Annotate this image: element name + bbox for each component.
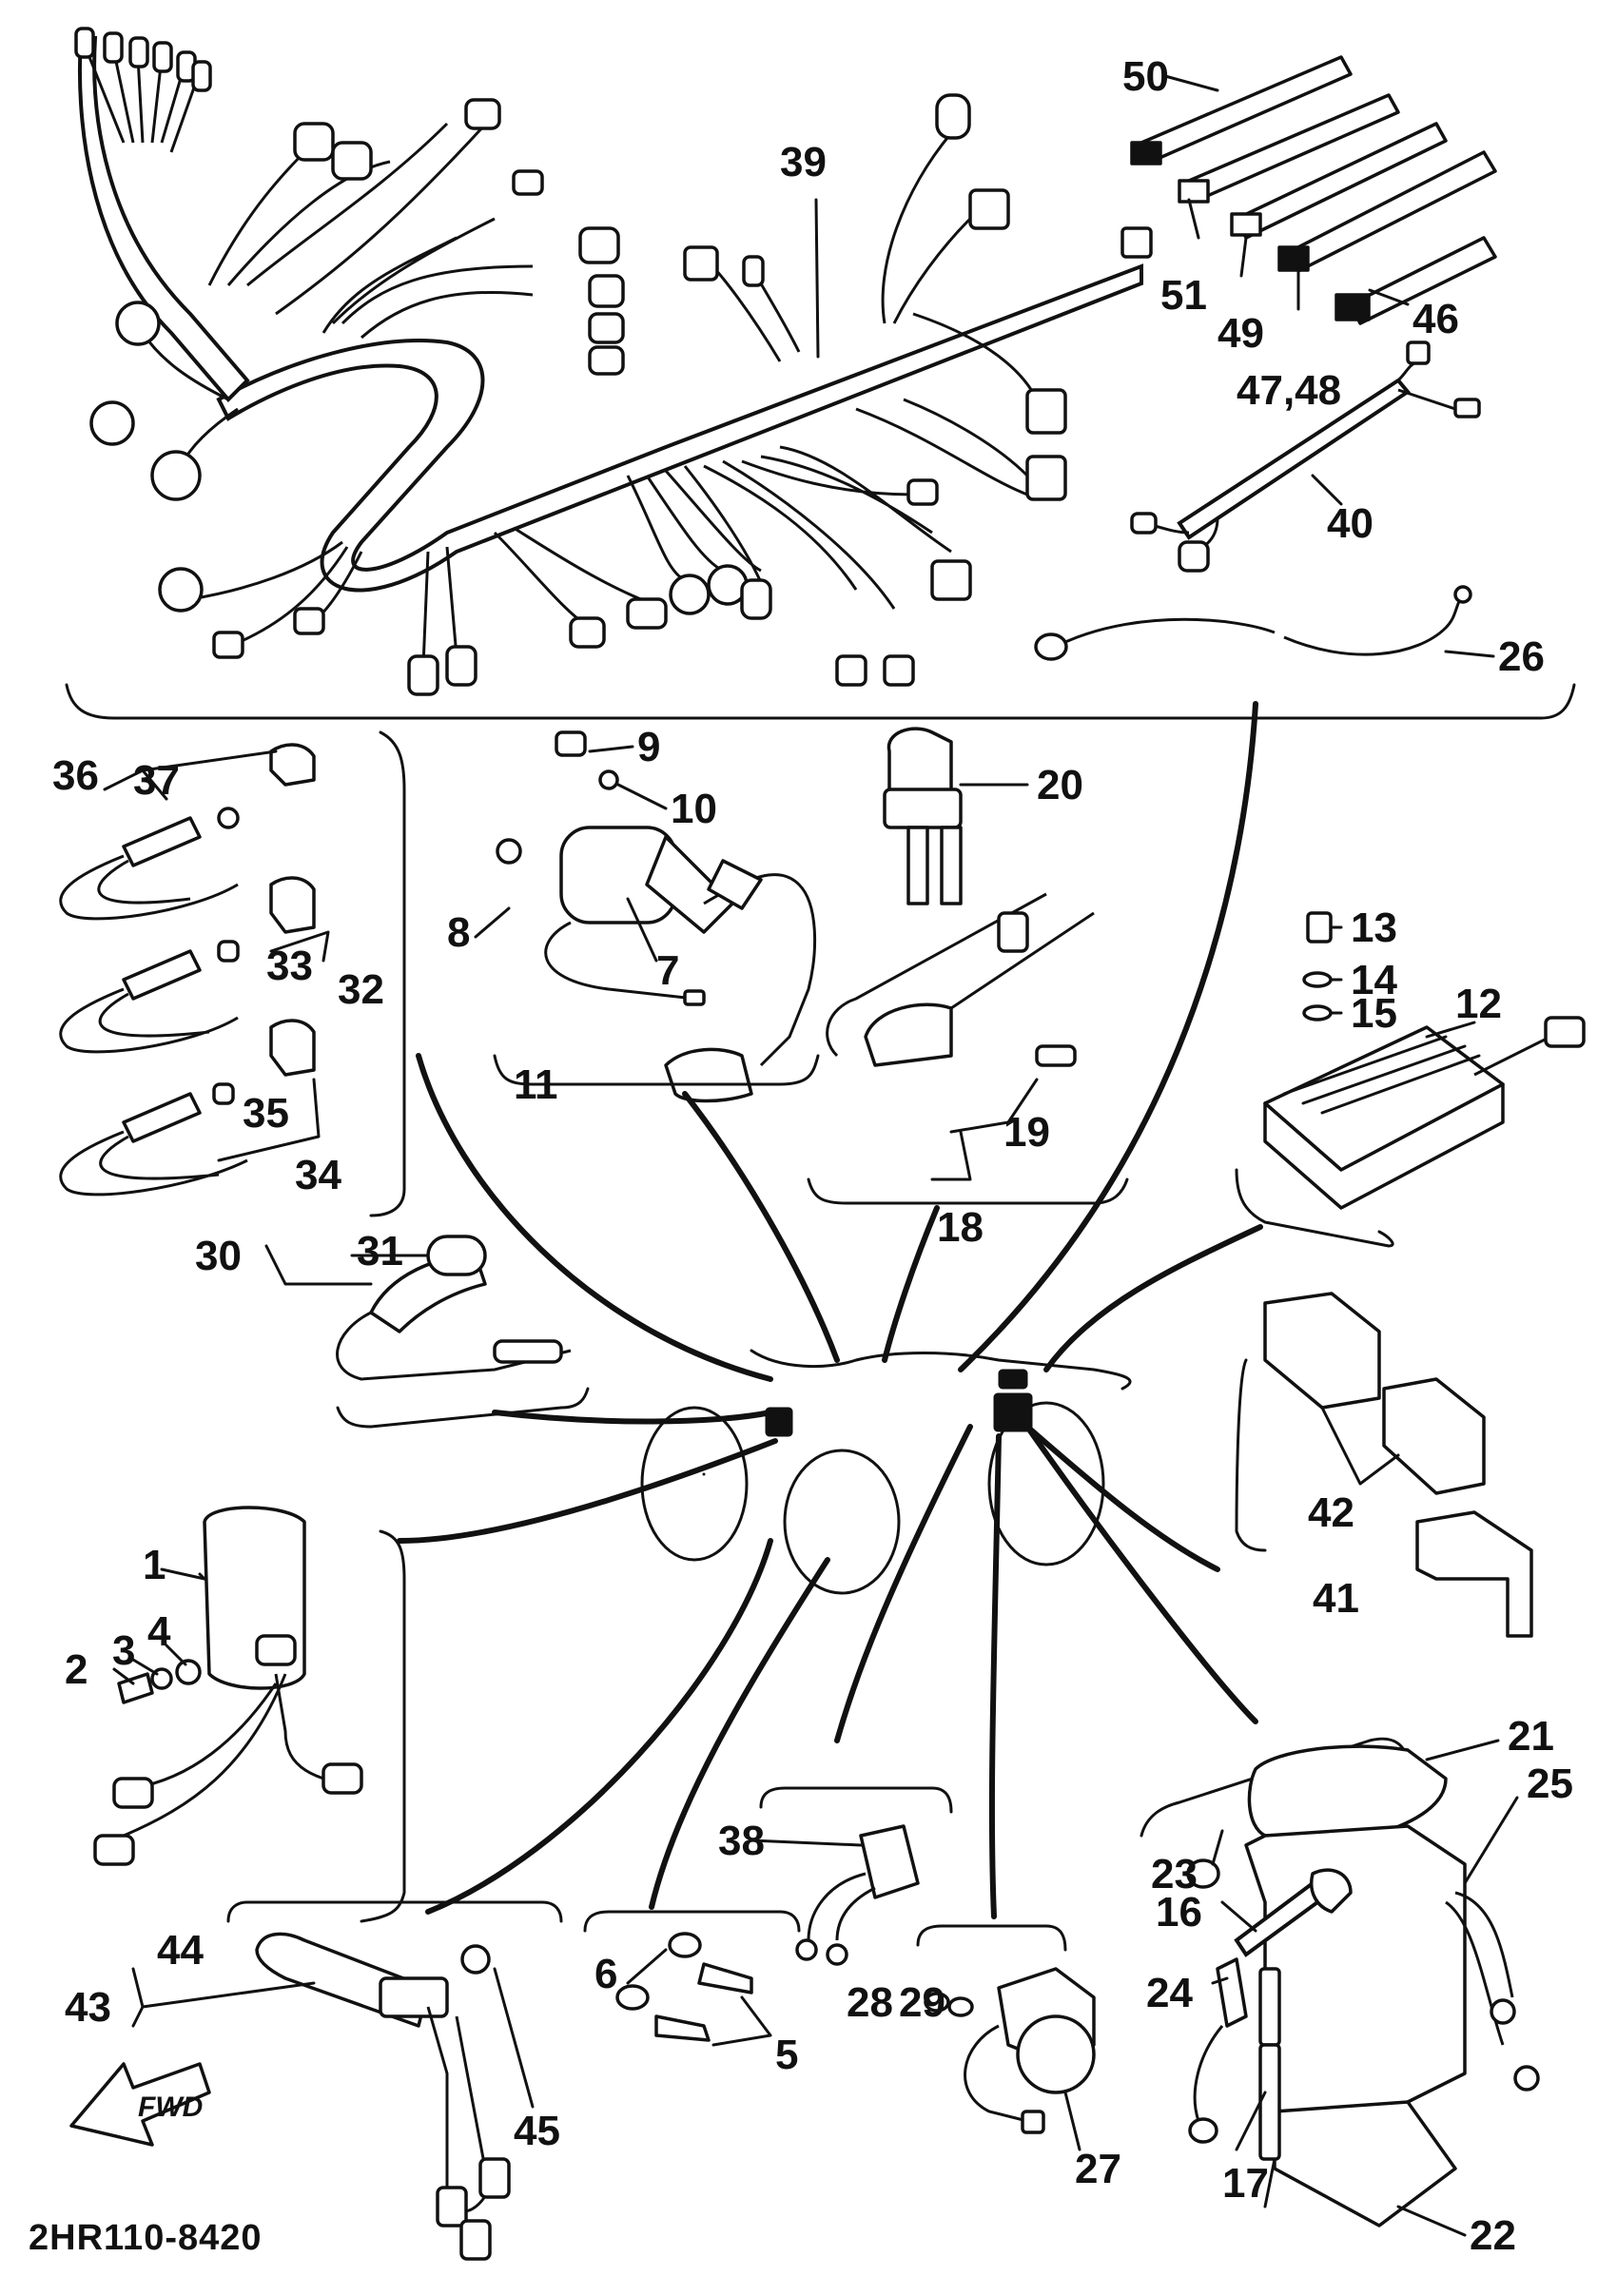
callout-18: 18 [937, 1204, 984, 1251]
callout-31: 31 [357, 1228, 403, 1274]
harness-bracket [65, 683, 1576, 720]
callout-13: 13 [1351, 905, 1397, 951]
couplers [1235, 1292, 1533, 1638]
callout-29: 29 [899, 1979, 945, 2026]
rectifier-regulator [1235, 911, 1586, 1248]
callout-50: 50 [1122, 53, 1169, 100]
callout-43: 43 [65, 1984, 111, 2031]
callout-47-48: 47,48 [1237, 367, 1341, 414]
callout-6: 6 [594, 1951, 617, 1997]
connector-38 [759, 1786, 953, 1966]
callout-10: 10 [671, 786, 717, 832]
callout-30: 30 [195, 1233, 242, 1279]
lead-wire-26 [1034, 585, 1472, 661]
battery [1140, 1737, 1540, 2228]
callout-labels: 50 51 49 47,48 46 40 26 39 9 10 20 8 7 1… [52, 53, 1573, 2259]
cable-ties [1130, 55, 1497, 325]
callout-14: 14 [1351, 957, 1397, 1003]
callout-45: 45 [514, 2108, 560, 2154]
callout-35: 35 [243, 1090, 289, 1137]
callout-32: 32 [338, 966, 384, 1013]
callout-1: 1 [143, 1542, 166, 1588]
callout-44: 44 [157, 1927, 204, 1974]
drawing-code: 2HR110-8420 [29, 2218, 263, 2258]
cdi-unit [93, 1506, 406, 1923]
callout-27: 27 [1075, 2146, 1121, 2192]
relay-group [807, 727, 1129, 1205]
callout-8: 8 [447, 909, 470, 956]
callout-5: 5 [775, 2032, 798, 2078]
callout-16: 16 [1156, 1889, 1202, 1936]
callout-17: 17 [1222, 2160, 1269, 2207]
callout-26: 26 [1498, 633, 1545, 680]
switch-group [59, 730, 406, 1217]
wire-harness [74, 27, 1153, 696]
callout-4: 4 [147, 1608, 171, 1655]
callout-7: 7 [656, 947, 679, 994]
callout-21: 21 [1508, 1713, 1554, 1760]
ignition-coil [493, 730, 820, 1103]
callout-22: 22 [1470, 2212, 1516, 2259]
bolts-5-6 [583, 1910, 801, 2047]
callout-9: 9 [637, 724, 660, 770]
callout-33: 33 [266, 943, 313, 989]
callout-3: 3 [112, 1627, 135, 1674]
callout-2: 2 [65, 1646, 88, 1693]
callout-28: 28 [847, 1979, 893, 2026]
starter-switch [131, 1900, 563, 2261]
callout-46: 46 [1412, 296, 1459, 342]
callout-24: 24 [1146, 1970, 1193, 2016]
callout-25: 25 [1527, 1761, 1573, 1807]
callout-38: 38 [718, 1818, 765, 1864]
callout-15: 15 [1351, 990, 1397, 1037]
fwd-arrow: FWD [69, 2062, 211, 2147]
callout-leaders [198, 74, 1519, 2237]
callout-39: 39 [780, 139, 827, 185]
callout-51: 51 [1160, 272, 1207, 319]
callout-37: 37 [133, 757, 180, 804]
sensor-30 [264, 1235, 590, 1429]
frame-schematic [397, 701, 1263, 1919]
callout-11: 11 [514, 1061, 558, 1108]
sub-harness-40 [1130, 341, 1481, 573]
callout-23: 23 [1151, 1851, 1198, 1897]
callout-40: 40 [1327, 500, 1373, 547]
callout-34: 34 [295, 1152, 341, 1198]
callout-20: 20 [1037, 762, 1083, 808]
callout-19: 19 [1003, 1109, 1050, 1156]
callout-12: 12 [1455, 981, 1502, 1027]
callout-49: 49 [1218, 310, 1264, 357]
callout-36: 36 [52, 752, 99, 799]
flasher-relay [916, 1924, 1096, 2134]
fwd-label: FWD [138, 2092, 203, 2123]
callout-42: 42 [1308, 1489, 1354, 1536]
callout-41: 41 [1313, 1575, 1359, 1622]
